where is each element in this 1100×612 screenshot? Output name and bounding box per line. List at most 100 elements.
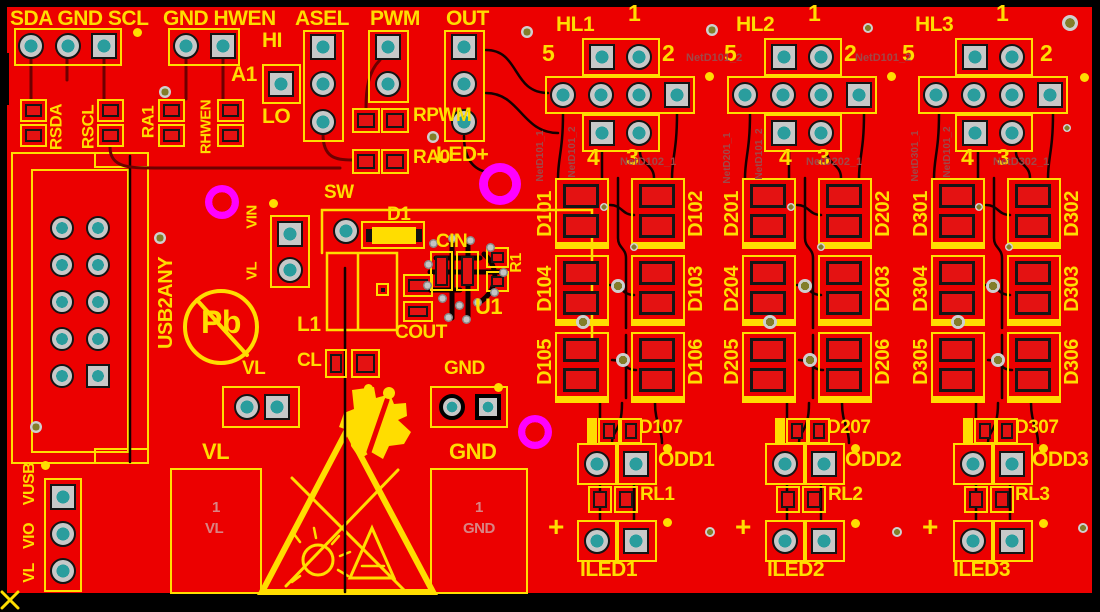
smd-pad bbox=[357, 154, 375, 169]
silkscreen-dot bbox=[268, 198, 278, 208]
drill-hole bbox=[521, 26, 533, 38]
led-pad bbox=[750, 291, 786, 315]
led-footprint bbox=[818, 332, 872, 403]
ic-via bbox=[428, 238, 438, 248]
drill-hole bbox=[616, 353, 630, 367]
pad-square bbox=[589, 120, 615, 146]
silk-label-d303: D303 bbox=[1061, 266, 1083, 312]
pad-round bbox=[626, 120, 652, 146]
silkscreen-outline bbox=[301, 543, 335, 577]
silk-label-rpwm: RPWM bbox=[413, 105, 472, 126]
pad-square bbox=[664, 82, 690, 108]
smd-pad bbox=[435, 256, 448, 286]
pad-round bbox=[550, 82, 576, 108]
drill-hole bbox=[1078, 523, 1088, 533]
silkscreen-outline bbox=[325, 251, 399, 332]
ic-via bbox=[422, 280, 432, 290]
smd-pad bbox=[356, 354, 375, 373]
drill-hole bbox=[763, 315, 777, 329]
smd-footprint bbox=[97, 124, 124, 147]
pad-round bbox=[50, 290, 74, 314]
pad-round bbox=[960, 528, 986, 554]
silkscreen-dot bbox=[1079, 72, 1089, 82]
ic-via bbox=[423, 259, 433, 269]
led-pad bbox=[750, 261, 786, 285]
pad-round bbox=[55, 33, 81, 59]
silk-label-3: 3 bbox=[997, 144, 1010, 170]
silkscreen-outline bbox=[183, 289, 260, 365]
silk-label-d102: D102 bbox=[685, 191, 707, 237]
ic-via bbox=[465, 235, 475, 245]
smd-pad bbox=[813, 423, 825, 439]
led-footprint bbox=[631, 255, 685, 326]
component-outline-box bbox=[430, 468, 528, 594]
silk-label-a1: A1 bbox=[231, 63, 257, 86]
silk-label-netd102-1: NetD102_1 bbox=[620, 156, 677, 168]
pcb-board bbox=[7, 7, 1092, 593]
copper-trace bbox=[616, 176, 628, 330]
smd-footprint bbox=[588, 486, 612, 513]
silk-label-5: 5 bbox=[902, 40, 915, 66]
silk-label-5: 5 bbox=[724, 40, 737, 66]
smd-footprint bbox=[158, 99, 185, 122]
silk-label-pb: Pb bbox=[201, 304, 241, 340]
silkscreen-bar bbox=[818, 319, 872, 326]
led-footprint bbox=[931, 332, 985, 403]
pad-square bbox=[962, 44, 988, 70]
drill-hole bbox=[1005, 243, 1013, 251]
pad-round bbox=[333, 218, 359, 244]
led-footprint bbox=[742, 255, 796, 326]
pad-round bbox=[960, 451, 986, 477]
pad-round bbox=[18, 33, 44, 59]
drill-hole bbox=[611, 279, 625, 293]
copper-trace bbox=[1014, 150, 1032, 180]
pad-square bbox=[277, 221, 303, 247]
component-outline-box bbox=[222, 386, 300, 428]
silk-label-hl1: HL1 bbox=[556, 13, 595, 36]
silk-label-d202: D202 bbox=[872, 191, 894, 237]
pad-square bbox=[999, 528, 1025, 554]
smd-pad bbox=[791, 423, 803, 439]
component-outline-box bbox=[14, 28, 122, 66]
led-pad bbox=[563, 261, 599, 285]
silkscreen-bar bbox=[631, 319, 685, 326]
smd-footprint bbox=[776, 486, 800, 513]
pad-round bbox=[961, 82, 987, 108]
silk-label-cl: CL bbox=[297, 350, 322, 371]
component-outline-box bbox=[303, 30, 344, 142]
silk-label-5: 5 bbox=[542, 40, 555, 66]
copper-trace bbox=[1029, 401, 1040, 445]
silk-label-iled3: ILED3 bbox=[953, 558, 1011, 581]
silk-label-2: 2 bbox=[662, 40, 675, 66]
component-outline-box bbox=[805, 443, 845, 485]
component-outline-box bbox=[993, 520, 1033, 562]
ic-via bbox=[447, 233, 457, 243]
drill-hole bbox=[991, 353, 1005, 367]
smd-pad bbox=[408, 306, 428, 317]
silk-label-1: 1 bbox=[212, 499, 220, 516]
silk-label-vl: VL bbox=[21, 563, 38, 583]
led-pad bbox=[826, 338, 862, 362]
component-outline-box bbox=[262, 64, 301, 104]
silkscreen-bar bbox=[1007, 396, 1061, 403]
smd-pad bbox=[386, 154, 404, 169]
pad-round bbox=[808, 44, 834, 70]
smd-pad bbox=[102, 104, 119, 117]
led-pad bbox=[826, 368, 862, 392]
component-outline-box bbox=[270, 215, 310, 288]
copper-trace bbox=[797, 401, 811, 445]
led-pad bbox=[563, 184, 599, 208]
silkscreen-dot bbox=[132, 27, 142, 37]
silk-label-2: 2 bbox=[844, 40, 857, 66]
mounting-hole bbox=[479, 163, 521, 205]
pad-round bbox=[439, 394, 465, 420]
led-pad bbox=[563, 291, 599, 315]
led-pad bbox=[939, 291, 975, 315]
silkscreen-bar bbox=[742, 242, 796, 249]
smd-pad bbox=[25, 129, 42, 142]
led-pad bbox=[939, 261, 975, 285]
pad-round bbox=[375, 71, 401, 97]
drill-hole bbox=[975, 203, 983, 211]
pad-round bbox=[772, 451, 798, 477]
